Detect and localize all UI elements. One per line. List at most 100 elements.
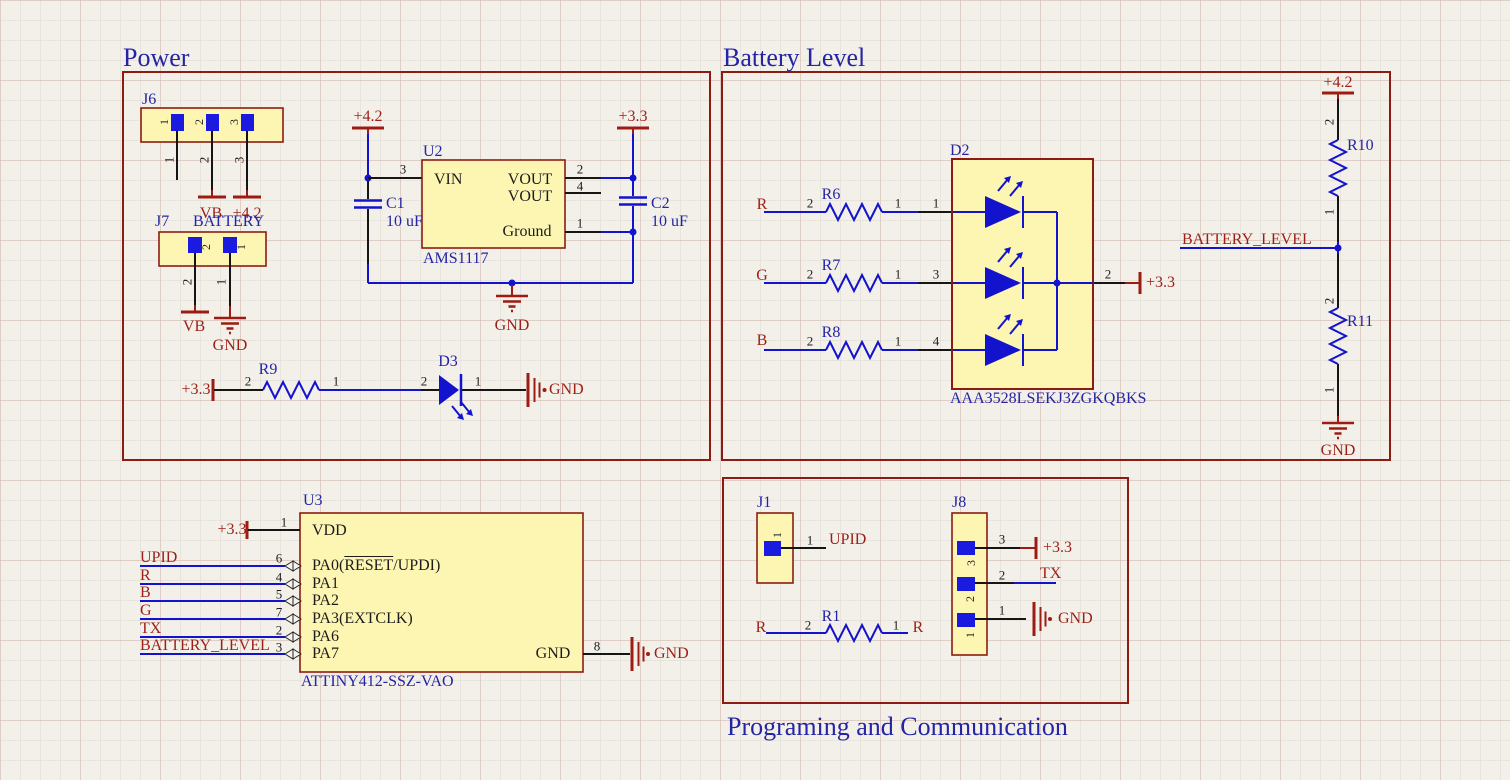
j8-pin-num-3: 3	[998, 531, 1006, 547]
led-d3[interactable]	[421, 374, 526, 420]
u3-port-wires[interactable]	[140, 565, 285, 655]
gnd-port-r11[interactable]	[1322, 416, 1354, 440]
net-label-r: R	[140, 567, 151, 584]
resistor-r10[interactable]	[1327, 139, 1349, 197]
net-label-33: +3.3	[1043, 539, 1073, 556]
mcu-u3[interactable]	[299, 512, 584, 673]
resistor-r7[interactable]	[825, 272, 883, 294]
capacitor-c2[interactable]	[619, 134, 647, 283]
j8-pad-1[interactable]	[957, 613, 975, 627]
j7-pin-num-2: 2	[179, 278, 195, 286]
wire-vin[interactable]	[364, 134, 423, 182]
battery-section	[721, 71, 1391, 461]
power-port-vb-j6[interactable]	[198, 190, 226, 199]
j6-designator: J6	[142, 91, 157, 108]
power-port-33-c2[interactable]	[617, 126, 649, 134]
r1-row[interactable]	[766, 622, 908, 644]
j6-pin-wires[interactable]	[176, 131, 248, 190]
resistor-r9[interactable]	[262, 379, 320, 401]
j7-pad-1[interactable]	[223, 237, 237, 253]
gnd-port-u2[interactable]	[496, 285, 528, 313]
r7-pin-num-2: 2	[806, 266, 814, 282]
junction-dot	[1334, 244, 1342, 252]
u2-pin-name-vout: VOUT	[507, 171, 553, 188]
j7-pad-num-2: 2	[199, 244, 213, 250]
c1-value: 10 uF	[386, 213, 423, 230]
connector-j7[interactable]	[158, 231, 267, 267]
j6-pin-num-3: 3	[231, 156, 247, 164]
power-port-42-j6[interactable]	[233, 190, 261, 199]
j8-pad-3[interactable]	[957, 541, 975, 555]
power-port-vb-j7[interactable]	[181, 305, 209, 314]
gnd-port-j8[interactable]	[1032, 602, 1052, 636]
gnd-port-u3[interactable]	[630, 637, 650, 671]
d2-pin-wires[interactable]	[918, 211, 1125, 351]
resistor-r11[interactable]	[1327, 307, 1349, 365]
capacitor-c1[interactable]	[354, 181, 382, 283]
net-label-42: +4.2	[1323, 74, 1353, 91]
u2-pin-name-vout: VOUT	[507, 188, 553, 205]
gnd-port-j7[interactable]	[214, 306, 246, 335]
power-port-33-j8[interactable]	[1020, 537, 1038, 559]
u2-pin-num-3: 3	[399, 161, 407, 177]
j6-pin-num-1: 1	[161, 156, 177, 164]
battery-section-title: Battery Level	[723, 43, 866, 72]
u3-pin-num-4: 4	[275, 569, 283, 585]
power-section	[122, 71, 711, 461]
battery-section-border	[721, 71, 1391, 461]
net-label-vb: VB	[199, 205, 223, 222]
j6-pad-1[interactable]	[171, 114, 184, 131]
u3-pin-num-1: 1	[280, 514, 288, 530]
connector-j1[interactable]	[756, 512, 826, 584]
j8-pad-2[interactable]	[957, 577, 975, 591]
u3-pin-name-vdd: VDD	[312, 522, 347, 539]
power-port-42-u2[interactable]	[352, 126, 384, 134]
j6-pad-num-1: 1	[157, 119, 171, 125]
power-port-33-d2[interactable]	[1125, 272, 1142, 294]
wire-gnd-rail[interactable]	[368, 279, 633, 287]
net-label-33: +3.3	[181, 381, 211, 398]
net-label-33: +3.3	[217, 521, 247, 538]
prog-section-border	[722, 477, 1129, 704]
u3-io-arrows	[284, 560, 302, 660]
j6-pad-2[interactable]	[206, 114, 219, 131]
resistor-r1[interactable]	[825, 622, 883, 644]
d2-designator: D2	[950, 142, 970, 159]
j8-pad-num-3: 3	[964, 560, 978, 566]
r1-pin-num-2: 2	[804, 617, 812, 633]
resistor-r8[interactable]	[825, 339, 883, 361]
r9-pin-num-2: 2	[244, 373, 252, 389]
r11-pin-num-1: 1	[1321, 386, 1337, 394]
regulator-u2[interactable]	[421, 159, 601, 249]
j8-pin-num-1: 1	[998, 602, 1006, 618]
junction-dot	[508, 279, 516, 287]
junction-dot	[629, 228, 637, 236]
wire-r-row[interactable]	[764, 211, 918, 351]
j6-pad-3[interactable]	[241, 114, 254, 131]
wire-battery-level[interactable]	[1180, 242, 1342, 254]
resistor-r6[interactable]	[825, 201, 883, 223]
u3-pin-num-8: 8	[593, 638, 601, 654]
net-label-gnd: GND	[1320, 442, 1356, 459]
u3-pin-name-pa3: PA3(EXTCLK)	[312, 610, 413, 627]
j7-pin-wires[interactable]	[194, 253, 231, 306]
j8-designator: J8	[952, 494, 967, 511]
wire-vout[interactable]	[601, 177, 631, 233]
power-port-42-r10[interactable]	[1322, 91, 1354, 99]
u2-part-number: AMS1117	[423, 250, 489, 267]
gnd-port-d3[interactable]	[526, 373, 547, 407]
j1-pad-1[interactable]	[764, 541, 781, 556]
connector-j8[interactable]	[951, 512, 1026, 656]
j7-pad-2[interactable]	[188, 237, 202, 253]
u3-pin-name-pa2: PA2	[312, 592, 339, 609]
net-label-33: +3.3	[1146, 274, 1176, 291]
r8-designator: R8	[821, 324, 841, 341]
r6-designator: R6	[821, 186, 841, 203]
net-label-battery-level: BATTERY_LEVEL	[140, 637, 270, 654]
j8-pad-num-2: 2	[963, 596, 977, 602]
net-label-gnd: GND	[1058, 610, 1093, 627]
r9-pin-num-1: 1	[332, 373, 340, 389]
led-d2[interactable]	[951, 158, 1094, 390]
j8-pad-num-1: 1	[963, 632, 977, 638]
